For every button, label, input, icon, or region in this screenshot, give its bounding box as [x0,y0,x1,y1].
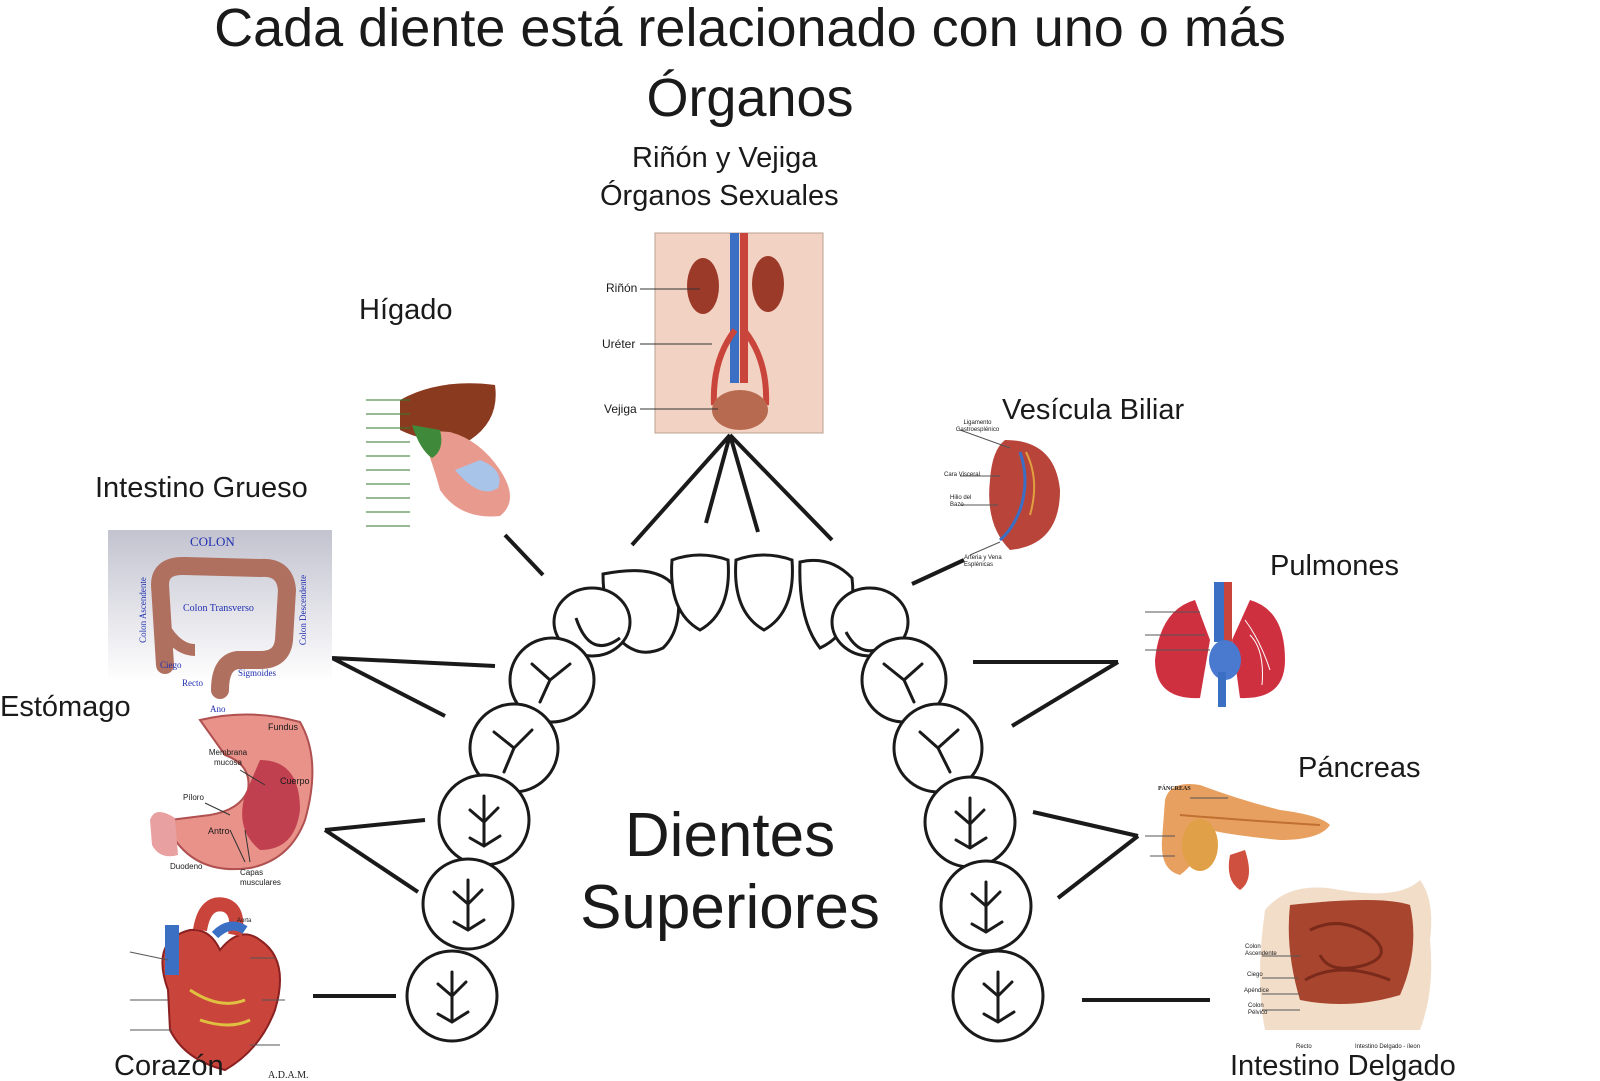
canine-groove-left [574,617,621,648]
connector-lungs-2 [1010,660,1120,728]
connector-colon-2 [331,656,446,718]
connector-stomach-1 [324,818,426,832]
colon-illustration [108,530,332,699]
label-organos-sexuales: Órganos Sexuales [600,180,839,212]
center-label-line2: Superiores [580,873,880,942]
callout-piloro: Píloro [183,793,204,802]
callout-colon-title: COLON [190,534,235,549]
connector-kidney-3 [728,434,760,533]
tooth-incisor-icon [670,553,730,632]
label-vesicula-biliar: Vesícula Biliar [1002,394,1185,426]
label-estomago: Estómago [0,691,131,723]
label-intestino-grueso: Intestino Grueso [95,472,308,504]
callout-recto: Recto [182,678,203,688]
callout-colon-pelvico: Colon Pélvico [1248,1003,1268,1016]
small-intestine-illustration [1260,880,1432,1030]
callout-aorta: Aorta [237,918,252,924]
callout-apendice: Apéndice [1244,988,1270,994]
center-label-line1: Dientes [624,801,836,870]
stomach-illustration [150,713,314,871]
callout-ureter: Uréter [602,337,636,351]
center-label: Dientes Superiores [560,800,900,944]
connector-gallbladder [911,558,965,586]
label-rinon-vejiga: Riñón y Vejiga [632,142,818,174]
callout-pancreas-title: PÁNCREAS [1158,786,1191,792]
connector-pancreas-2 [1056,834,1140,900]
kidney-bladder-illustration [640,232,824,434]
connector-liver [503,533,545,577]
callout-membrana: Membrana mucosa [208,748,248,767]
callout-ano: Ano [210,704,226,714]
label-intestino-delgado: Intestino Delgado [1230,1050,1456,1081]
callout-fundus: Fundus [268,722,299,732]
lungs-illustration [1145,582,1285,707]
connector-stomach-2 [323,828,420,894]
callout-capas: Capas musculares [240,868,281,887]
callout-colon-ascendente: Colon Ascendente [137,577,148,643]
liver-illustration [366,383,510,527]
connector-lines [313,433,1210,1002]
tooth-canine-icon [552,586,632,658]
callout-colon-descendente: Colon Descendente [298,574,309,646]
callout-cuerpo: Cuerpo [280,776,310,786]
callout-sigmoides: Sigmoides [238,668,277,678]
pancreas-illustration [1145,784,1330,890]
connector-kidney-1 [630,433,732,547]
callout-ileon: Intestino Delgado - íleon [1355,1044,1421,1050]
label-corazon: Corazón [114,1050,224,1081]
callout-vejiga: Vejiga [604,402,637,416]
callout-ciego: Ciego [160,660,182,670]
callout-cara-visceral: Cara Visceral [944,472,980,478]
label-pulmones: Pulmones [1270,550,1399,582]
label-higado: Hígado [359,294,453,326]
callout-hilio: Hilio del Bazo [950,495,972,508]
heart-illustration [129,897,285,1072]
label-pancreas: Páncreas [1298,752,1421,784]
callout-recto-si: Recto [1296,1044,1312,1050]
callout-arteria-vena: Arteria y Vena Esplénicas [964,555,1002,568]
callout-duodeno: Duodeno [170,862,203,871]
connector-kidney-4 [728,433,834,542]
gallbladder-illustration [959,429,1060,556]
page-title-line2: Órganos [646,68,854,128]
page-title: Cada diente está relacionado con uno o m… [214,0,1286,58]
callout-ciego-si: Ciego [1247,972,1263,978]
callout-colon-transverso: Colon Transverso [183,603,254,614]
callout-antro: Antro [208,826,230,836]
callout-colon-ascendente-si: Colon Ascendente [1245,944,1277,957]
callout-rinon: Riñón [606,281,638,295]
connector-kidney-2 [704,434,732,524]
tooth-incisor-icon [734,553,794,632]
adam-logo: A.D.A.M. [268,1070,309,1081]
callout-ligamento: Ligamento Gastroesplénico [955,420,1000,433]
tooth-root-marks [436,662,1016,1024]
upper-teeth-arch [405,553,1045,1043]
connector-pancreas-1 [1032,810,1139,838]
connector-colon-1 [331,656,496,668]
